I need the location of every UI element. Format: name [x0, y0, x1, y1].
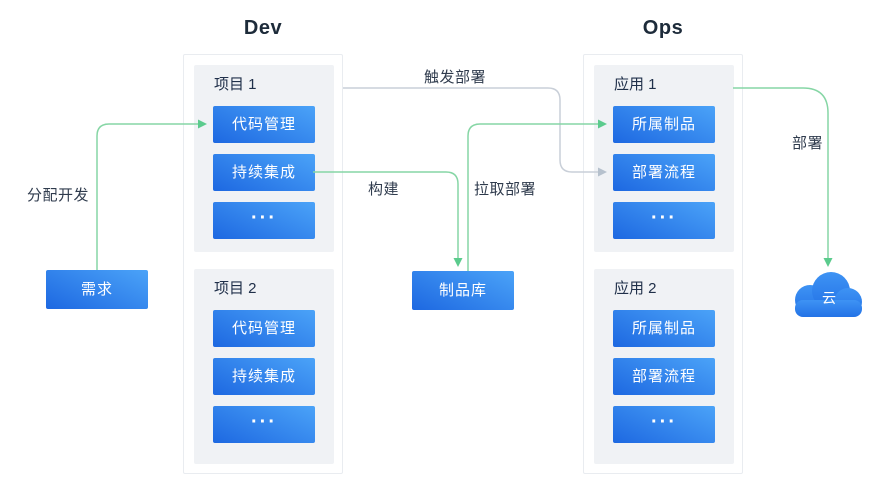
cloud-icon: 云	[795, 272, 862, 317]
requirement-node: 需求	[46, 270, 148, 309]
deploy-pipeline-chip: 部署流程	[613, 358, 715, 395]
continuous-integration-chip: 持续集成	[213, 358, 315, 395]
arrow-deploy	[733, 87, 833, 267]
app-2-card: 应用 2 所属制品 部署流程 ···	[594, 269, 734, 464]
code-management-chip: 代码管理	[213, 106, 315, 143]
app-2-title: 应用 2	[614, 280, 657, 297]
pull-deploy-label: 拉取部署	[474, 181, 537, 198]
more-items-chip: ···	[213, 406, 315, 443]
ops-section-title: Ops	[642, 17, 684, 39]
build-label: 构建	[368, 181, 400, 198]
dev-section-title: Dev	[243, 17, 283, 39]
project-1-title: 项目 1	[214, 76, 257, 93]
owned-artifacts-chip: 所属制品	[613, 310, 715, 347]
app-1-card: 应用 1 所属制品 部署流程 ···	[594, 65, 734, 252]
continuous-integration-chip: 持续集成	[213, 154, 315, 191]
project-1-card: 项目 1 代码管理 持续集成 ···	[194, 65, 334, 252]
code-management-chip: 代码管理	[213, 310, 315, 347]
app-1-title: 应用 1	[614, 76, 657, 93]
ops-apps-panel: 应用 1 所属制品 部署流程 ··· 应用 2 所属制品 部署流程 ···	[583, 54, 743, 474]
assign-dev-label: 分配开发	[27, 187, 90, 204]
more-items-chip: ···	[613, 406, 715, 443]
artifact-repo-node: 制品库	[412, 271, 514, 310]
dev-projects-panel: 项目 1 代码管理 持续集成 ··· 项目 2 代码管理 持续集成 ···	[183, 54, 343, 474]
trigger-deploy-label: 触发部署	[424, 69, 487, 86]
deploy-label: 部署	[792, 135, 824, 152]
more-items-chip: ···	[213, 202, 315, 239]
owned-artifacts-chip: 所属制品	[613, 106, 715, 143]
arrow-trigger-deploy	[343, 87, 607, 177]
deploy-pipeline-chip: 部署流程	[613, 154, 715, 191]
project-2-title: 项目 2	[214, 280, 257, 297]
cloud-node-label: 云	[822, 290, 836, 306]
project-2-card: 项目 2 代码管理 持续集成 ···	[194, 269, 334, 464]
more-items-chip: ···	[613, 202, 715, 239]
